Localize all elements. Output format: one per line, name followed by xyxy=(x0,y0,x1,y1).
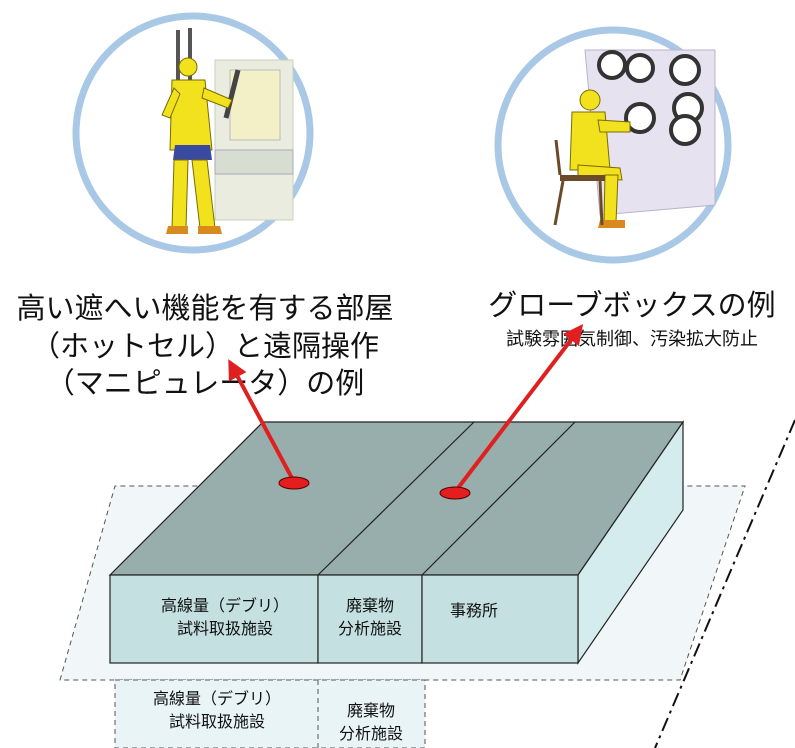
glovebox-caption: グローブボックスの例 試験雰囲気制御、汚染拡大防止 xyxy=(488,288,775,350)
control-panel xyxy=(214,149,294,175)
office-label: 事務所 xyxy=(450,601,498,620)
svg-text:高線量（デブリ）: 高線量（デブリ） xyxy=(161,596,289,615)
roof-divider-1 xyxy=(317,421,475,576)
hotcell-illustration xyxy=(72,12,314,254)
manipulator-grip xyxy=(223,69,241,119)
hotcell-location-marker xyxy=(278,476,310,490)
basement-waste-label: 廃棄物 分析施設 xyxy=(339,701,403,743)
glovebox-illustration xyxy=(494,26,732,264)
glovebox-caption-title: グローブボックスの例 xyxy=(488,288,775,322)
basement-high-dose-label: 高線量（デブリ） 試料取扱施設 xyxy=(153,689,281,731)
glovebox-caption-subtitle: 試験雰囲気制御、汚染拡大防止 xyxy=(506,329,758,350)
high-dose-facility xyxy=(109,574,319,664)
svg-text:廃棄物: 廃棄物 xyxy=(347,701,395,720)
svg-text:分析施設: 分析施設 xyxy=(339,724,403,743)
basement-block xyxy=(114,679,426,748)
office xyxy=(421,574,579,664)
svg-text:分析施設: 分析施設 xyxy=(338,619,402,638)
hotcell-caption-line1: 高い遮へい機能を有する部屋 xyxy=(16,291,393,325)
facility-building: 高線量（デブリ） 試料取扱施設 廃棄物 分析施設 事務所 xyxy=(108,420,685,665)
pointer-arrows xyxy=(228,324,584,500)
svg-text:事務所: 事務所 xyxy=(450,601,498,620)
worker-with-manipulator-icon xyxy=(161,57,233,234)
worker-at-glovebox-icon xyxy=(569,89,631,228)
hotcell-caption-line3: （マニピュレータ）の例 xyxy=(46,366,364,400)
high-dose-facility-label: 高線量（デブリ） 試料取扱施設 xyxy=(161,596,289,638)
shield-window xyxy=(229,69,281,141)
glovebox-location-marker xyxy=(439,486,471,500)
svg-text:試料取扱施設: 試料取扱施設 xyxy=(177,619,273,638)
hotcell-pointer-arrow xyxy=(228,359,295,481)
roof-divider-2 xyxy=(421,421,576,576)
waste-analysis-facility-label: 廃棄物 分析施設 xyxy=(338,596,402,638)
glovebox-pointer-arrow xyxy=(453,324,584,494)
hotcell-caption-line2: （ホットセル）と遠隔操作 xyxy=(31,329,379,363)
hotcell-caption: 高い遮へい機能を有する部屋 （ホットセル）と遠隔操作 （マニピュレータ）の例 xyxy=(16,291,393,400)
svg-text:廃棄物: 廃棄物 xyxy=(346,596,394,615)
chair-icon xyxy=(553,139,605,226)
svg-text:高線量（デブリ）: 高線量（デブリ） xyxy=(153,689,281,708)
glove-port-icon xyxy=(597,50,704,146)
svg-text:試料取扱施設: 試料取扱施設 xyxy=(169,712,265,731)
site-boundary-line xyxy=(654,419,795,748)
